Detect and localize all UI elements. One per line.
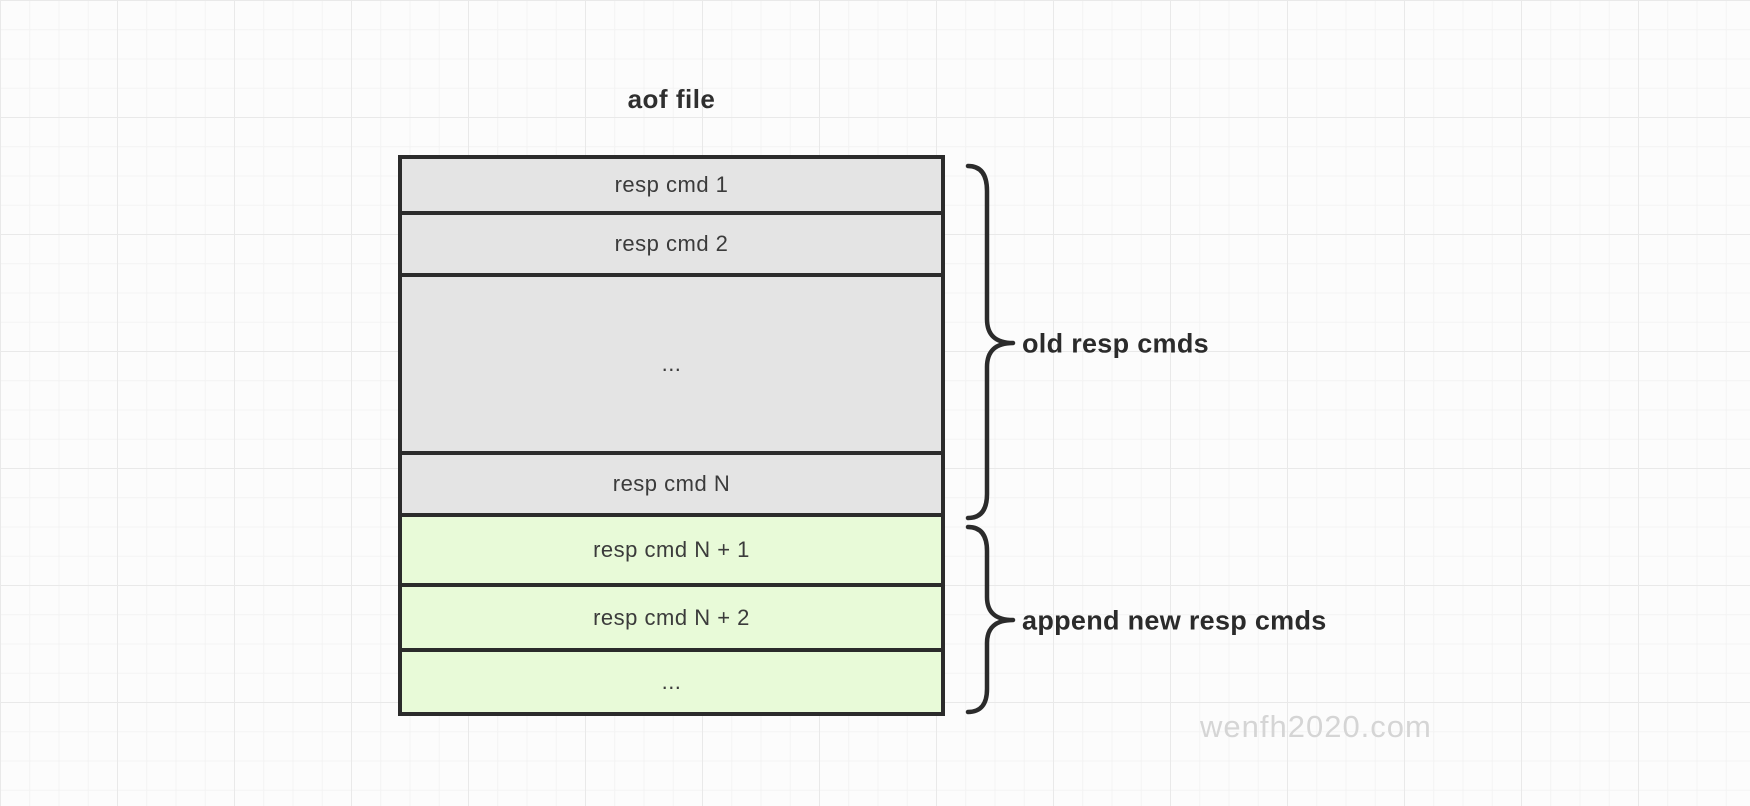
aof-row-resp-cmd-1: resp cmd 1	[402, 159, 941, 215]
aof-row-label: resp cmd N	[612, 471, 731, 496]
aof-row-resp-cmd-n-plus-1: resp cmd N + 1	[402, 517, 941, 587]
old-cmds-brace	[965, 163, 1016, 521]
diagram-title: aof file	[627, 84, 716, 114]
aof-row-ellipsis-old: ...	[402, 277, 941, 455]
curly-braces	[965, 163, 1016, 715]
aof-row-label: resp cmd 2	[614, 231, 729, 256]
aof-row-resp-cmd-n-plus-2: resp cmd N + 2	[402, 587, 941, 652]
aof-row-label: resp cmd N + 1	[593, 537, 750, 562]
aof-row-label: ...	[661, 351, 682, 376]
aof-file-stack: resp cmd 1 resp cmd 2 ... resp cmd N res…	[398, 155, 945, 716]
aof-row-label: ...	[661, 669, 682, 694]
append-new-resp-cmds-label: append new resp cmds	[1022, 605, 1327, 636]
watermark-text: wenfh2020.com	[1200, 709, 1432, 744]
new-cmds-brace	[965, 524, 1016, 715]
aof-row-label: resp cmd N + 2	[593, 604, 750, 630]
aof-row-resp-cmd-n: resp cmd N	[402, 455, 941, 517]
aof-row-resp-cmd-2: resp cmd 2	[402, 215, 941, 277]
aof-row-label: resp cmd 1	[614, 172, 729, 197]
aof-row-ellipsis-new: ...	[402, 652, 941, 712]
old-resp-cmds-label: old resp cmds	[1022, 328, 1209, 359]
